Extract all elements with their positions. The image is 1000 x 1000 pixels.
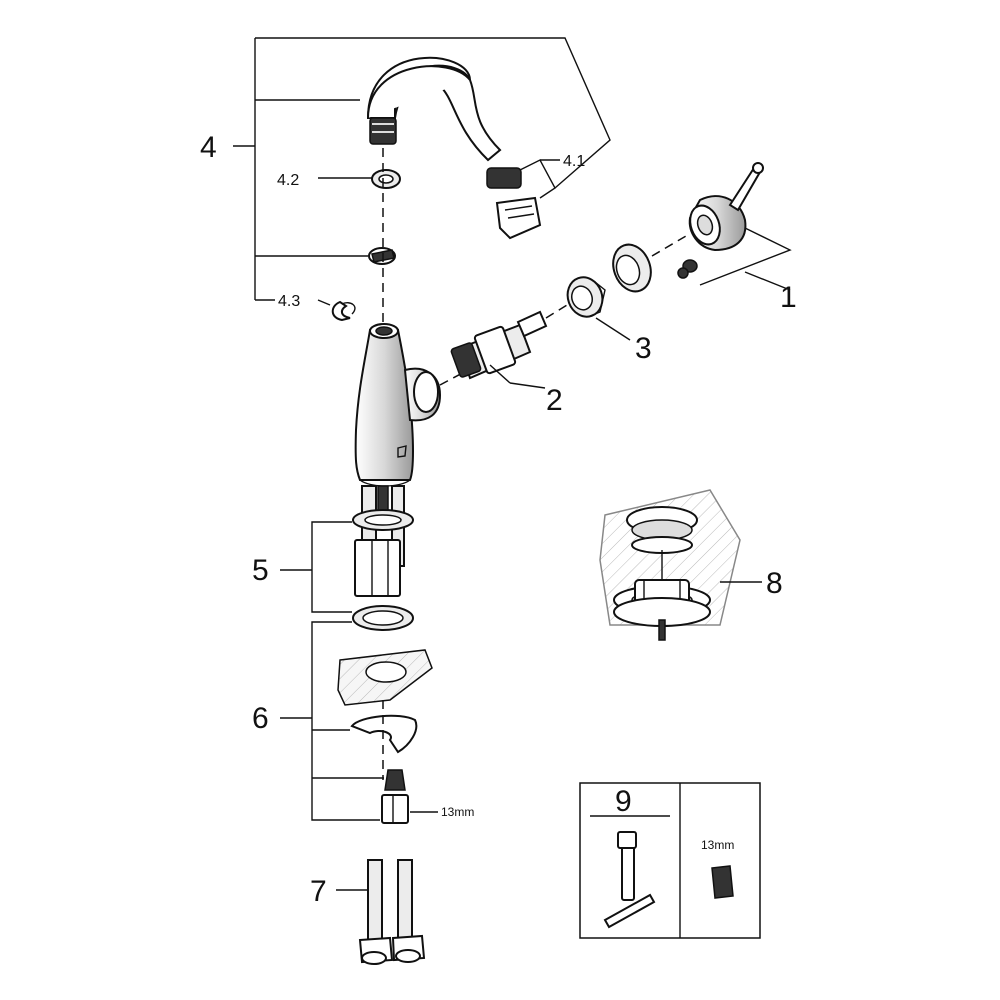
- aerator-4-1: [486, 159, 560, 240]
- group-4-leader: [233, 37, 611, 306]
- label-9: 9: [615, 785, 632, 818]
- label-4: 4: [200, 131, 217, 164]
- nut-3: [566, 276, 631, 341]
- spout: [366, 56, 502, 162]
- group-5-bracket: [311, 521, 352, 613]
- label-5: 5: [252, 554, 269, 587]
- label-3: 3: [635, 332, 652, 365]
- washer-4-2: [371, 169, 401, 189]
- label-13mm-nut: 13mm: [441, 805, 474, 819]
- pop-up-waste-8: [599, 489, 741, 641]
- label-6: 6: [252, 702, 269, 735]
- clip-ring: [368, 247, 396, 265]
- label-8: 8: [766, 567, 783, 600]
- label-13mm-box: 13mm: [701, 838, 734, 852]
- faucet-body: [354, 323, 442, 487]
- label-1: 1: [780, 281, 797, 314]
- tool-box-9: [579, 782, 761, 939]
- label-4-2: 4.2: [277, 172, 299, 189]
- cartridge-2: [439, 310, 548, 389]
- centerline-cartridge: [545, 301, 573, 319]
- label-2: 2: [546, 384, 563, 417]
- label-4-3: 4.3: [278, 293, 300, 310]
- cover-ring: [612, 235, 687, 293]
- clip-4-3: [331, 300, 356, 322]
- mounting-set-6: [337, 605, 438, 824]
- label-7: 7: [310, 875, 327, 908]
- lever-handle-1: [677, 162, 792, 291]
- hoses-7: [358, 859, 426, 965]
- label-4-1: 4.1: [563, 153, 585, 170]
- studs-5: [352, 485, 414, 597]
- group-6-bracket: [311, 621, 380, 821]
